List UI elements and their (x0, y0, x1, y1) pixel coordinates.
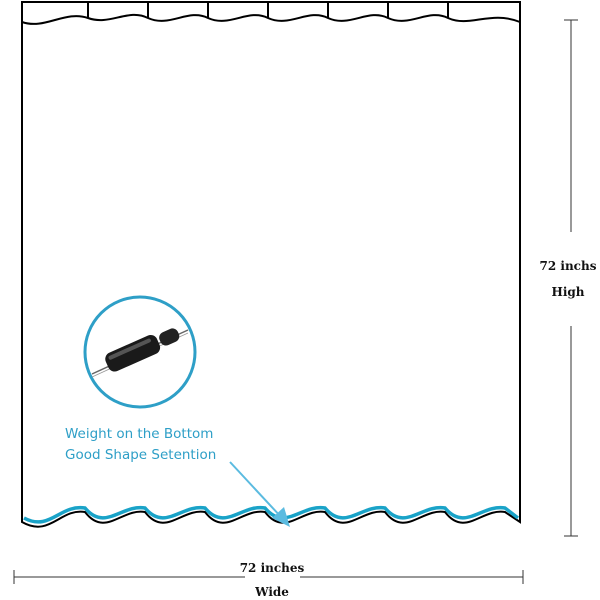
callout-line-1: Weight on the Bottom (65, 426, 214, 442)
width-value-label: 72 inches (239, 561, 305, 575)
weighted-hem-accent (23, 505, 520, 524)
height-value-label: 72 inchs (539, 259, 597, 273)
height-dimension-line (564, 19, 578, 537)
curtain-hooks (87, 2, 449, 18)
curtain-top-scallops (21, 13, 521, 25)
height-word-label: High (551, 285, 585, 299)
callout-arrow (229, 461, 290, 527)
width-dimension-line (13, 570, 524, 584)
weight-magnifier (83, 295, 197, 409)
callout-line-2: Good Shape Setention (65, 447, 217, 463)
width-word-label: Wide (255, 585, 289, 599)
